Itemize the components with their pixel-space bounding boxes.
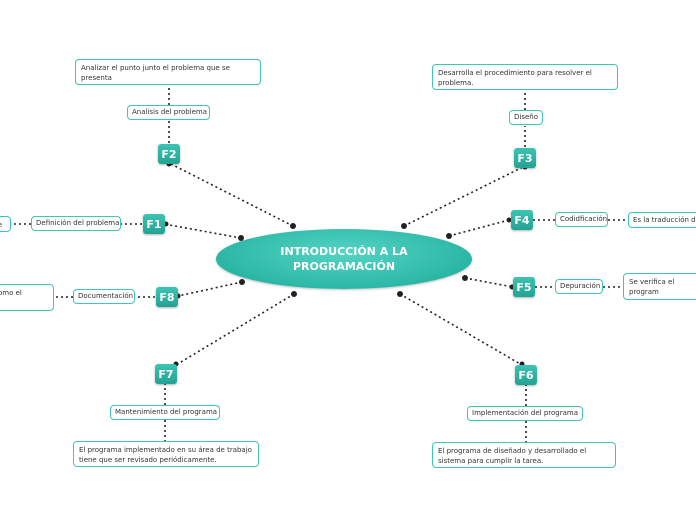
phase-badge-f4: F4 bbox=[514, 213, 530, 227]
phase-node-f7[interactable]: F7 bbox=[155, 364, 177, 384]
phase-desc-f1[interactable]: te bbox=[0, 216, 11, 232]
phase-label-f5[interactable]: Depuración bbox=[555, 279, 603, 294]
phase-node-f4[interactable]: F4 bbox=[511, 210, 533, 230]
phase-desc-f2[interactable]: Analizar el punto junto el problema que … bbox=[75, 59, 261, 85]
connector-dot bbox=[462, 275, 468, 281]
connector-center-f1 bbox=[163, 223, 242, 239]
connector-dot bbox=[506, 217, 512, 223]
phase-desc-f7[interactable]: El programa implementado en su área de t… bbox=[73, 441, 259, 467]
phase-node-f8[interactable]: F8 bbox=[156, 287, 178, 307]
phase-label-f4[interactable]: Codidficación bbox=[555, 212, 608, 227]
connector-center-f8 bbox=[177, 281, 243, 297]
phase-label-f2[interactable]: Analisis del problema bbox=[127, 105, 210, 120]
connector-dot bbox=[446, 233, 452, 239]
phase-badge-f6: F6 bbox=[518, 368, 534, 382]
phase-badge-f5: F5 bbox=[516, 280, 532, 294]
connector-dot bbox=[401, 223, 407, 229]
connector-center-f7 bbox=[175, 293, 295, 366]
connector-center-f3 bbox=[403, 165, 526, 227]
phase-label-f7[interactable]: Mantenimiento del programa bbox=[110, 405, 220, 420]
connector-dot bbox=[290, 223, 296, 229]
phase-desc-f6[interactable]: El programa de diseñado y desarrollado e… bbox=[432, 442, 616, 468]
phase-badge-f7: F7 bbox=[158, 367, 174, 381]
phase-label-f3[interactable]: Diseño bbox=[509, 110, 543, 125]
phase-desc-f4[interactable]: Es la traducción de bbox=[628, 212, 696, 228]
central-topic-title: INTRODUCCIÓN A LA PROGRAMACIÓN bbox=[280, 245, 408, 273]
connector-center-f5 bbox=[464, 277, 514, 288]
phase-label-f8[interactable]: Documentación bbox=[73, 289, 135, 304]
connector-center-f6 bbox=[399, 293, 523, 366]
phase-desc-f8[interactable]: omo el bbox=[0, 284, 54, 311]
phase-label-f1[interactable]: Definición del problema bbox=[31, 216, 121, 231]
connector-center-f2 bbox=[168, 162, 294, 227]
connector-dot bbox=[239, 279, 245, 285]
phase-badge-f2: F2 bbox=[161, 147, 177, 161]
phase-node-f2[interactable]: F2 bbox=[158, 144, 180, 164]
phase-desc-f3[interactable]: Desarrolla el procedimiento para resolve… bbox=[432, 64, 618, 90]
phase-badge-f3: F3 bbox=[517, 151, 533, 165]
phase-badge-f1: F1 bbox=[146, 217, 162, 231]
connector-center-f4 bbox=[448, 219, 510, 237]
central-topic[interactable]: INTRODUCCIÓN A LA PROGRAMACIÓN bbox=[216, 229, 472, 289]
connector-dot bbox=[291, 291, 297, 297]
phase-node-f3[interactable]: F3 bbox=[514, 148, 536, 168]
phase-node-f5[interactable]: F5 bbox=[513, 277, 535, 297]
phase-badge-f8: F8 bbox=[159, 290, 175, 304]
connector-dot bbox=[397, 291, 403, 297]
phase-node-f1[interactable]: F1 bbox=[143, 214, 165, 234]
phase-node-f6[interactable]: F6 bbox=[515, 365, 537, 385]
phase-label-f6[interactable]: Implementación del programa bbox=[467, 406, 583, 421]
phase-desc-f5[interactable]: Se verifica el program correctamente. bbox=[623, 273, 696, 300]
